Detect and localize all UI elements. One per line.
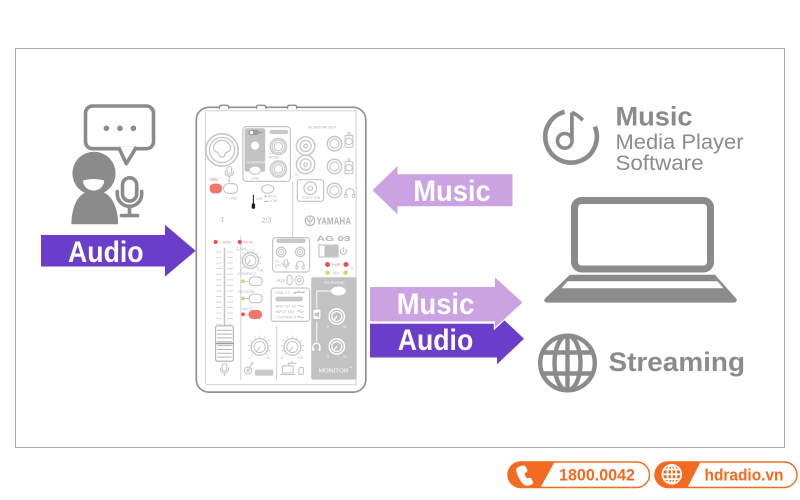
svg-text:DRV CH 1/2: DRV CH 1/2 [276, 305, 297, 309]
svg-text:L: L [321, 268, 323, 272]
svg-text:Software: Software [616, 152, 704, 175]
svg-text:= LINE: = LINE [226, 197, 238, 201]
svg-text:Music: Music [397, 288, 475, 321]
svg-text:4: 4 [350, 365, 353, 370]
svg-text:SIG: SIG [333, 272, 339, 276]
svg-text:0: 0 [281, 356, 283, 360]
svg-text:0: 0 [249, 356, 251, 360]
svg-text:Music: Music [413, 175, 491, 208]
svg-text:+10: +10 [297, 356, 303, 360]
svg-text:R: R [296, 173, 299, 177]
svg-text:▲: ▲ [227, 178, 231, 183]
svg-text:Audio: Audio [398, 324, 474, 357]
svg-text:GUITAR/LINE: GUITAR/LINE [246, 160, 269, 164]
svg-text:COMP/EQ: COMP/EQ [238, 271, 256, 276]
svg-text:MONITOR: MONITOR [319, 369, 349, 375]
svg-text:PEAK: PEAK [244, 241, 254, 245]
svg-text:LVR: LVR [256, 197, 263, 201]
svg-text:TO PHONE: TO PHONE [324, 280, 345, 285]
svg-text:LINE: LINE [251, 177, 260, 181]
svg-text:+6: +6 [343, 325, 347, 329]
svg-text:INPUT MIX: INPUT MIX [276, 310, 296, 314]
svg-text:L/1: L/1 [269, 151, 274, 155]
svg-text:Media Player: Media Player [616, 131, 744, 154]
svg-text:hdradio.vn: hdradio.vn [705, 466, 784, 485]
svg-text:AG 03: AG 03 [317, 234, 351, 243]
svg-text:REVERB: REVERB [239, 289, 255, 294]
svg-text:MONITOR OUT: MONITOR OUT [308, 125, 337, 130]
svg-text:-48V: -48V [209, 177, 218, 182]
svg-text:+6: +6 [343, 355, 347, 359]
svg-text:MUTE: MUTE [242, 306, 253, 311]
svg-text:MONO: MONO [269, 156, 280, 160]
svg-text:Streaming: Streaming [609, 347, 746, 377]
svg-text:USB 2.0: USB 2.0 [275, 290, 291, 295]
svg-text:PWR: PWR [332, 263, 341, 267]
svg-text:L: L [296, 155, 298, 159]
svg-text:2/3: 2/3 [262, 218, 272, 225]
svg-text:LOOPBACK: LOOPBACK [276, 316, 297, 320]
svg-text:■ HIGH: ■ HIGH [265, 195, 278, 199]
svg-text:+10: +10 [257, 269, 263, 273]
svg-text:R: R [351, 267, 354, 271]
svg-text:FOOT SW: FOOT SW [303, 196, 321, 200]
svg-text:1800.0042: 1800.0042 [559, 466, 635, 485]
svg-text:1: 1 [221, 217, 225, 224]
svg-text:GAIN: GAIN [236, 246, 246, 251]
svg-text:TO: TO [275, 260, 280, 264]
svg-text:0: 0 [327, 325, 329, 329]
svg-text:0: 0 [240, 269, 242, 273]
svg-text:AUX: AUX [277, 278, 286, 283]
svg-text:▬ LOW: ▬ LOW [265, 199, 278, 203]
svg-text:YAMAHA: YAMAHA [317, 216, 352, 228]
svg-text:1 MON: 1 MON [220, 241, 232, 245]
svg-text:CH1: CH1 [275, 264, 282, 268]
svg-text:Music: Music [616, 101, 693, 131]
svg-text:+10: +10 [265, 356, 271, 360]
svg-text:0: 0 [327, 355, 329, 359]
svg-text:Audio: Audio [68, 236, 144, 269]
